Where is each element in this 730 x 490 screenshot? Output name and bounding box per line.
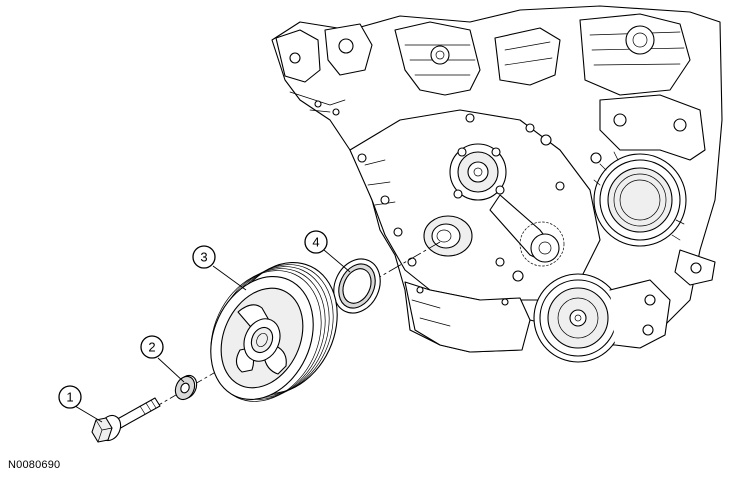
- figure-code: N0080690: [8, 459, 61, 471]
- callout-4-label: 4: [312, 235, 319, 250]
- callout-3-label: 3: [200, 250, 207, 265]
- crankshaft-front-seal: [333, 258, 381, 314]
- callout-3: 3: [192, 245, 216, 269]
- callout-4-leader: [323, 249, 351, 273]
- engine-assembly: [271, 5, 723, 363]
- callout-1-label: 1: [66, 390, 73, 405]
- crankshaft-pulley: [210, 262, 338, 402]
- callout-1-leader: [74, 405, 103, 423]
- callout-3-leader: [212, 265, 247, 291]
- callout-1: 1: [58, 385, 82, 409]
- pulley-washer: [174, 374, 198, 401]
- crankshaft-pulley-bolt: [91, 397, 161, 443]
- callout-2: 2: [140, 335, 164, 359]
- callout-4: 4: [304, 230, 328, 254]
- callout-2-leader: [157, 357, 185, 383]
- callout-2-label: 2: [148, 340, 155, 355]
